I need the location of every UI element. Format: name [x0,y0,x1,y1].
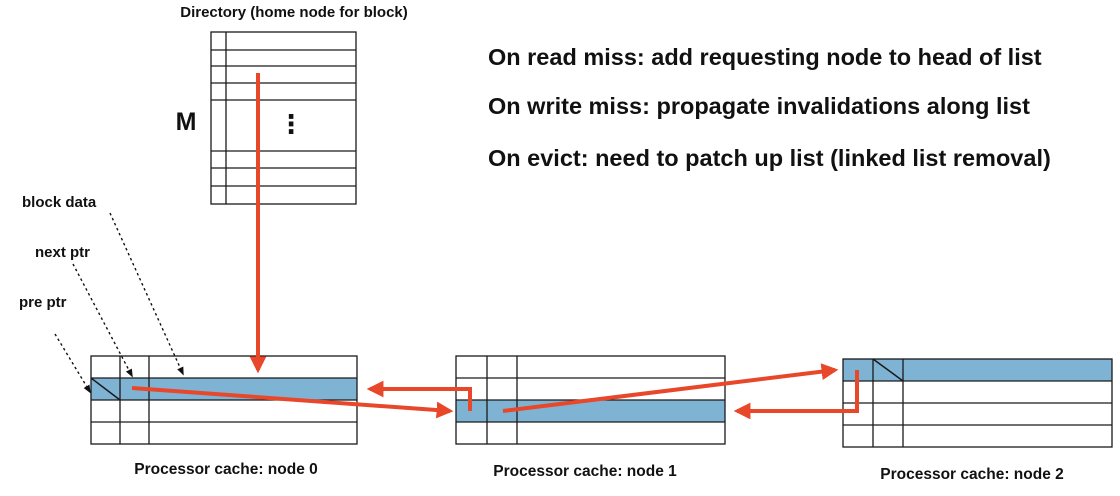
node1-prev-pointer-arrow [366,380,472,411]
rule-write-miss: On write miss: propagate invalidations a… [488,93,1030,119]
cache-node-2-highlight-row [843,359,1112,381]
cache-node-0-caption: Processor cache: node 0 [134,461,318,478]
node1-next-pointer-arrow [502,363,839,413]
null-pointer-slash [90,377,121,401]
label-block-data: block data [22,194,97,211]
cache-node-0-highlight-row [91,378,357,400]
directory-row-label: M [176,108,197,136]
label-next-ptr: next ptr [35,244,90,261]
cache-node-1 [455,355,726,445]
pointer-arrows [131,73,859,420]
dotted-leader-arrow [109,212,184,376]
cache-node-1-caption: Processor cache: node 1 [493,463,677,480]
rule-read-miss: On read miss: add requesting node to hea… [488,44,1042,70]
label-pre-ptr: pre ptr [19,294,67,311]
rule-evict: On evict: need to patch up list (linked … [488,145,1051,171]
cache-node-0 [90,355,358,445]
dotted-leader-arrow [72,263,133,378]
directory-ellipsis: ⋮ [278,109,304,139]
dotted-leader-arrow [54,333,91,394]
directory-title: Directory (home node for block) [180,4,408,21]
null-pointer-slash [872,358,904,382]
node2-prev-pointer-arrow [733,370,859,420]
node0-next-pointer-arrow [131,386,454,419]
cache-node-2 [842,358,1113,448]
cache-node-2-caption: Processor cache: node 2 [880,466,1064,483]
directory-table [210,31,357,205]
cache-node-1-highlight-row [456,400,725,422]
